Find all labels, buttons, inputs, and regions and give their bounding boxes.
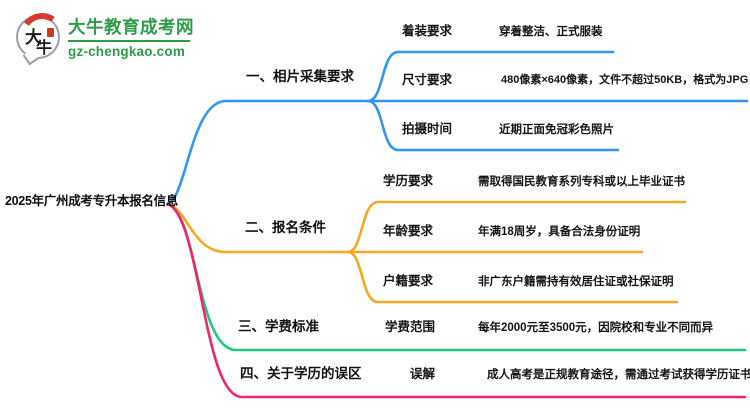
- branch-photo-main-line: [166, 99, 370, 206]
- node-size-requirement-value: 480像素×640像素，文件不超过50KB，格式为JPG: [501, 74, 749, 86]
- branch-condition-label: 二、报名条件: [245, 220, 326, 235]
- node-residence-requirement-label: 户籍要求: [383, 274, 434, 288]
- node-education-requirement-label: 学历要求: [383, 174, 434, 188]
- node-age-requirement-value: 年满18周岁，具备合法身份证明: [478, 226, 641, 238]
- branch-misconception-label: 四、关于学历的误区: [240, 366, 362, 381]
- site-logo: 大 牛 大牛教育成考网 gz-chengkao.com: [16, 9, 194, 65]
- branch-photo-lines: [166, 50, 749, 206]
- root-node-title: 2025年广州成考专升本报名信息: [5, 194, 179, 208]
- node-size-requirement-label: 尺寸要求: [402, 73, 453, 87]
- logo-divider: [68, 40, 190, 42]
- branch-condition-child-residence-line: [346, 250, 679, 304]
- node-education-requirement-value: 需取得国民教育系列专科或以上毕业证书: [478, 176, 685, 188]
- logo-char-1: 大: [25, 27, 42, 48]
- node-misunderstanding-label: 误解: [410, 367, 436, 381]
- node-shoot-time-label: 拍摄时间: [402, 122, 453, 136]
- logo-text-block: 大牛教育成考网 gz-chengkao.com: [68, 14, 194, 59]
- node-tuition-range-value: 每年2000元至3500元，因院校和专业不同而异: [478, 322, 714, 334]
- branch-condition-child-edu-line: [346, 200, 687, 254]
- node-misunderstanding-value: 成人高考是正规教育途径，需通过考试获得学历证书: [487, 369, 750, 381]
- node-shoot-time-value: 近期正面免冠彩色照片: [499, 124, 614, 136]
- branch-misconception-main-line: [166, 202, 747, 399]
- node-dress-requirement-value: 穿着整洁、正式服装: [499, 26, 603, 38]
- branch-photo-child-dress-line: [366, 50, 615, 103]
- speech-bubble-logo-icon: 大 牛: [16, 9, 68, 65]
- branch-misconception-lines: [166, 202, 747, 399]
- logo-char-2: 牛: [36, 37, 53, 57]
- node-age-requirement-label: 年龄要求: [383, 224, 434, 238]
- node-tuition-range-label: 学费范围: [385, 320, 436, 334]
- node-residence-requirement-value: 非广东户籍需持有效居住证或社保证明: [478, 276, 674, 288]
- logo-site-name: 大牛教育成考网: [68, 17, 194, 37]
- node-dress-requirement-label: 着装要求: [402, 24, 453, 38]
- logo-site-url: gz-chengkao.com: [68, 44, 186, 59]
- branch-photo-child-time-line: [366, 99, 620, 152]
- branch-photo-label: 一、相片采集要求: [246, 69, 354, 84]
- logo-seal-icon: [47, 27, 54, 37]
- branch-tuition-label: 三、学费标准: [238, 319, 319, 334]
